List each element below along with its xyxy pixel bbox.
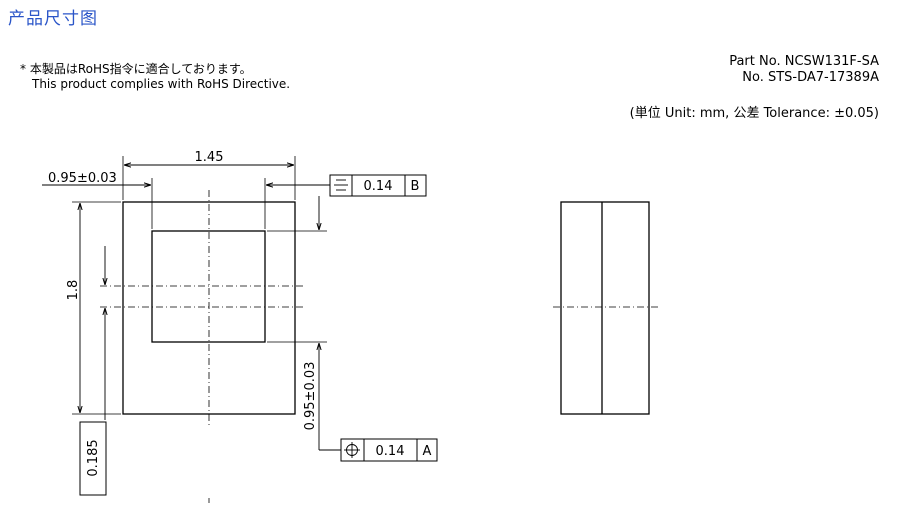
offset-label: 0.185 [86,439,101,476]
side-view-body [560,201,650,415]
position-tolerance-value: 0.14 [376,444,405,459]
document-number: No. STS-DA7-17389A [742,70,879,85]
part-info: Part No. NCSW131F-SA No. STS-DA7-17389A [729,54,879,86]
symmetry-tolerance-value: 0.14 [364,179,393,194]
rohs-note-en: This product complies with RoHS Directiv… [32,77,291,91]
units-note: (単位 Unit: mm, 公差 Tolerance: ±0.05) [629,106,879,121]
rohs-note-jp: * 本製品はRoHS指令に適合しております。 [20,62,252,76]
width-label: 1.45 [195,150,224,165]
rohs-note: * 本製品はRoHS指令に適合しております。 This product comp… [20,62,290,92]
position-datum: A [423,444,432,459]
symmetry-datum: B [411,179,420,194]
height-label: 1.8 [66,280,81,301]
inner-width-label: 0.95±0.03 [48,171,117,186]
position-tolerance-frame [340,438,438,462]
inner-height-label: 0.95±0.03 [303,362,318,431]
page-title: 产品尺寸图 [8,9,98,29]
top-view-inner-pad [151,230,266,343]
offset-label-box [79,421,107,496]
part-number: Part No. NCSW131F-SA [729,54,879,69]
position-icon [344,442,360,458]
symmetry-tolerance-frame [329,174,427,197]
